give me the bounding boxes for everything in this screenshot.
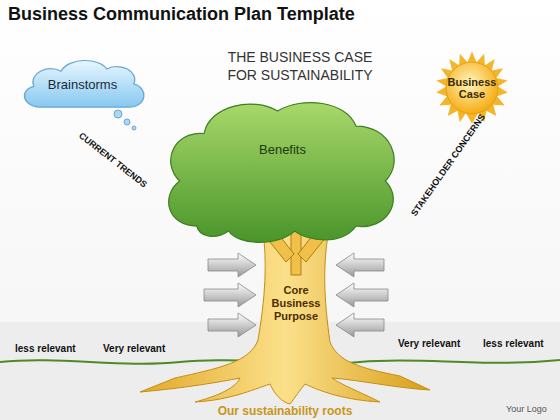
tree-canopy: Benefits: [160, 96, 405, 246]
node-text: Business Case: [447, 76, 497, 100]
relevance-label: Very relevant: [103, 343, 165, 354]
subtitle: THE BUSINESS CASE FOR SUSTAINABILITY: [214, 48, 386, 84]
relevance-label: less relevant: [15, 343, 76, 354]
node-text: Brainstorms: [48, 77, 117, 92]
node-text-group: Core Business Purpose: [265, 284, 327, 323]
canopy-shape: [160, 96, 405, 246]
node-text: Benefits: [259, 142, 306, 157]
roots-caption: Our sustainability roots: [218, 404, 353, 418]
thought-bubble: [132, 126, 136, 130]
node-text-group: Business Case: [447, 76, 497, 100]
curved-caption: CURRENT TRENDS: [77, 130, 149, 189]
relevance-label: less relevant: [483, 338, 544, 349]
page-title: Business Communication Plan Template: [8, 4, 355, 25]
curved-caption: STAKEHOLDER CONCERNS: [409, 112, 487, 218]
logo-placeholder: Your Logo: [506, 404, 547, 414]
thought-bubble: [124, 119, 130, 125]
node-text-group: Benefits: [259, 142, 306, 157]
sun-circle: Business Case: [434, 50, 510, 126]
node-text-group: Brainstorms: [48, 77, 117, 92]
node-text: Core Business Purpose: [265, 284, 327, 323]
thought-bubble: [114, 110, 122, 118]
side-arrows: [204, 253, 388, 337]
thought-cloud: Brainstorms: [15, 55, 150, 113]
relevance-label: Very relevant: [398, 338, 460, 349]
trunk-label-area: Core Business Purpose: [256, 272, 336, 334]
